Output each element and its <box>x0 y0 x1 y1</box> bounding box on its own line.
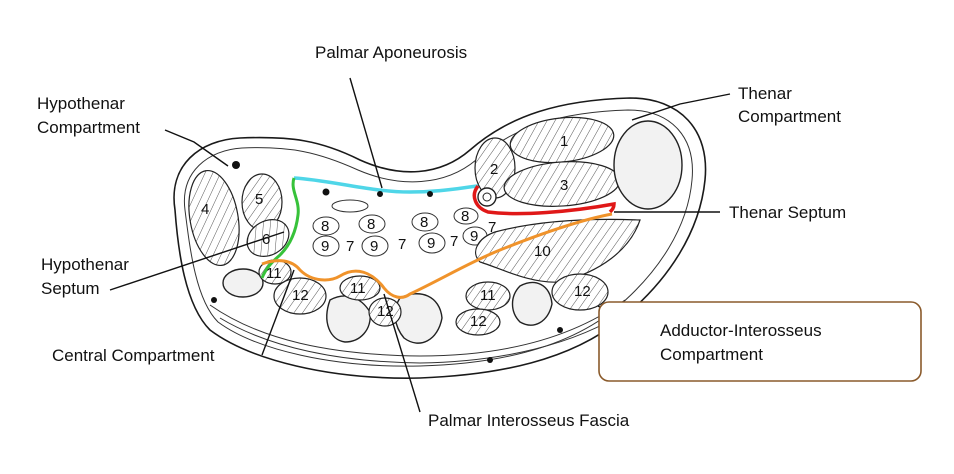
tendon-9c <box>418 232 446 254</box>
number-9a: 9 <box>321 238 329 255</box>
number-12a: 12 <box>292 287 309 304</box>
number-12b: 12 <box>377 303 394 320</box>
tendon-8d <box>453 207 479 225</box>
metacarpal-3 <box>394 293 443 344</box>
thenar-septum-line <box>472 184 616 216</box>
skin-inner-outline <box>183 109 693 367</box>
number-8d: 8 <box>461 208 469 225</box>
skin-outer-outline <box>173 97 707 379</box>
vessel <box>322 188 330 196</box>
label-hypothenar-septum-line1: Hypothenar <box>41 255 129 274</box>
leader-hypothenar-septum <box>109 231 285 291</box>
vessel <box>232 161 240 169</box>
tendon-8b <box>358 214 386 234</box>
number-3: 3 <box>560 177 568 194</box>
flexor-pollicis-tendon-core <box>482 192 492 202</box>
leader-central-compartment <box>261 269 295 356</box>
number-8c: 8 <box>420 214 428 231</box>
label-adductor-interosseus-line2: Compartment <box>660 345 763 364</box>
number-8b: 8 <box>367 216 375 233</box>
number-7d: 7 <box>488 219 496 236</box>
label-hypothenar-compartment-line2: Compartment <box>37 118 140 137</box>
number-7b: 7 <box>398 236 406 253</box>
label-hypothenar-septum-line2: Septum <box>41 279 100 298</box>
dorsal-layer-2 <box>219 309 629 364</box>
median-nerve-tube <box>331 199 369 213</box>
number-9c: 9 <box>427 235 435 252</box>
label-adductor-interosseus-line1: Adductor-Interosseus <box>660 321 822 340</box>
label-hypothenar-compartment-line1: Hypothenar <box>37 94 125 113</box>
number-11a: 11 <box>266 265 282 282</box>
label-thenar-septum: Thenar Septum <box>729 203 846 222</box>
number-6: 6 <box>262 231 270 248</box>
muscle-12-right <box>455 308 501 336</box>
metacarpal-2 <box>511 281 553 326</box>
number-7a: 7 <box>346 238 354 255</box>
adductor-interosseus-callout-box <box>598 301 922 382</box>
leader-palmar-interosseus-fascia <box>383 293 421 413</box>
palmar-interosseus-fascia-line <box>261 212 613 299</box>
metacarpal-4 <box>326 295 371 343</box>
number-12c: 12 <box>470 313 487 330</box>
metacarpal-5 <box>222 268 264 298</box>
leader-thenar-compartment <box>631 93 731 121</box>
number-11b: 11 <box>350 280 366 297</box>
muscle-12-far-right <box>551 273 609 311</box>
number-5: 5 <box>255 191 263 208</box>
number-11c: 11 <box>480 287 496 304</box>
palmar-aponeurosis-line <box>293 176 479 194</box>
label-central-compartment: Central Compartment <box>52 346 215 365</box>
tendon-8c <box>411 212 439 232</box>
muscle-4 <box>188 169 240 267</box>
vessel <box>211 297 217 303</box>
number-1: 1 <box>560 133 568 150</box>
vessel <box>377 191 383 197</box>
first-metacarpal-bone <box>613 120 683 210</box>
number-12d: 12 <box>574 283 591 300</box>
label-palmar-aponeurosis: Palmar Aponeurosis <box>315 43 467 62</box>
tendon-8a <box>312 216 340 236</box>
vessel <box>487 357 493 363</box>
label-thenar-compartment-line1: Thenar <box>738 84 792 103</box>
number-9b: 9 <box>370 238 378 255</box>
vessel <box>427 191 433 197</box>
hypothenar-septum-line <box>260 177 300 279</box>
leader-palmar-aponeurosis <box>349 77 383 189</box>
number-9d: 9 <box>470 228 478 245</box>
muscle-11-center <box>339 275 381 301</box>
leader-hypothenar-compartment <box>164 129 229 167</box>
dorsal-layer-1 <box>209 299 626 357</box>
number-8a: 8 <box>321 218 329 235</box>
number-7c: 7 <box>450 233 458 250</box>
tendon-9a <box>312 235 340 257</box>
tendon-9b <box>361 235 389 257</box>
number-2: 2 <box>490 161 498 178</box>
vessel <box>557 327 563 333</box>
number-10: 10 <box>534 243 551 260</box>
label-palmar-interosseus-fascia: Palmar Interosseus Fascia <box>428 411 630 430</box>
label-thenar-compartment-line2: Compartment <box>738 107 841 126</box>
number-4: 4 <box>201 201 209 218</box>
